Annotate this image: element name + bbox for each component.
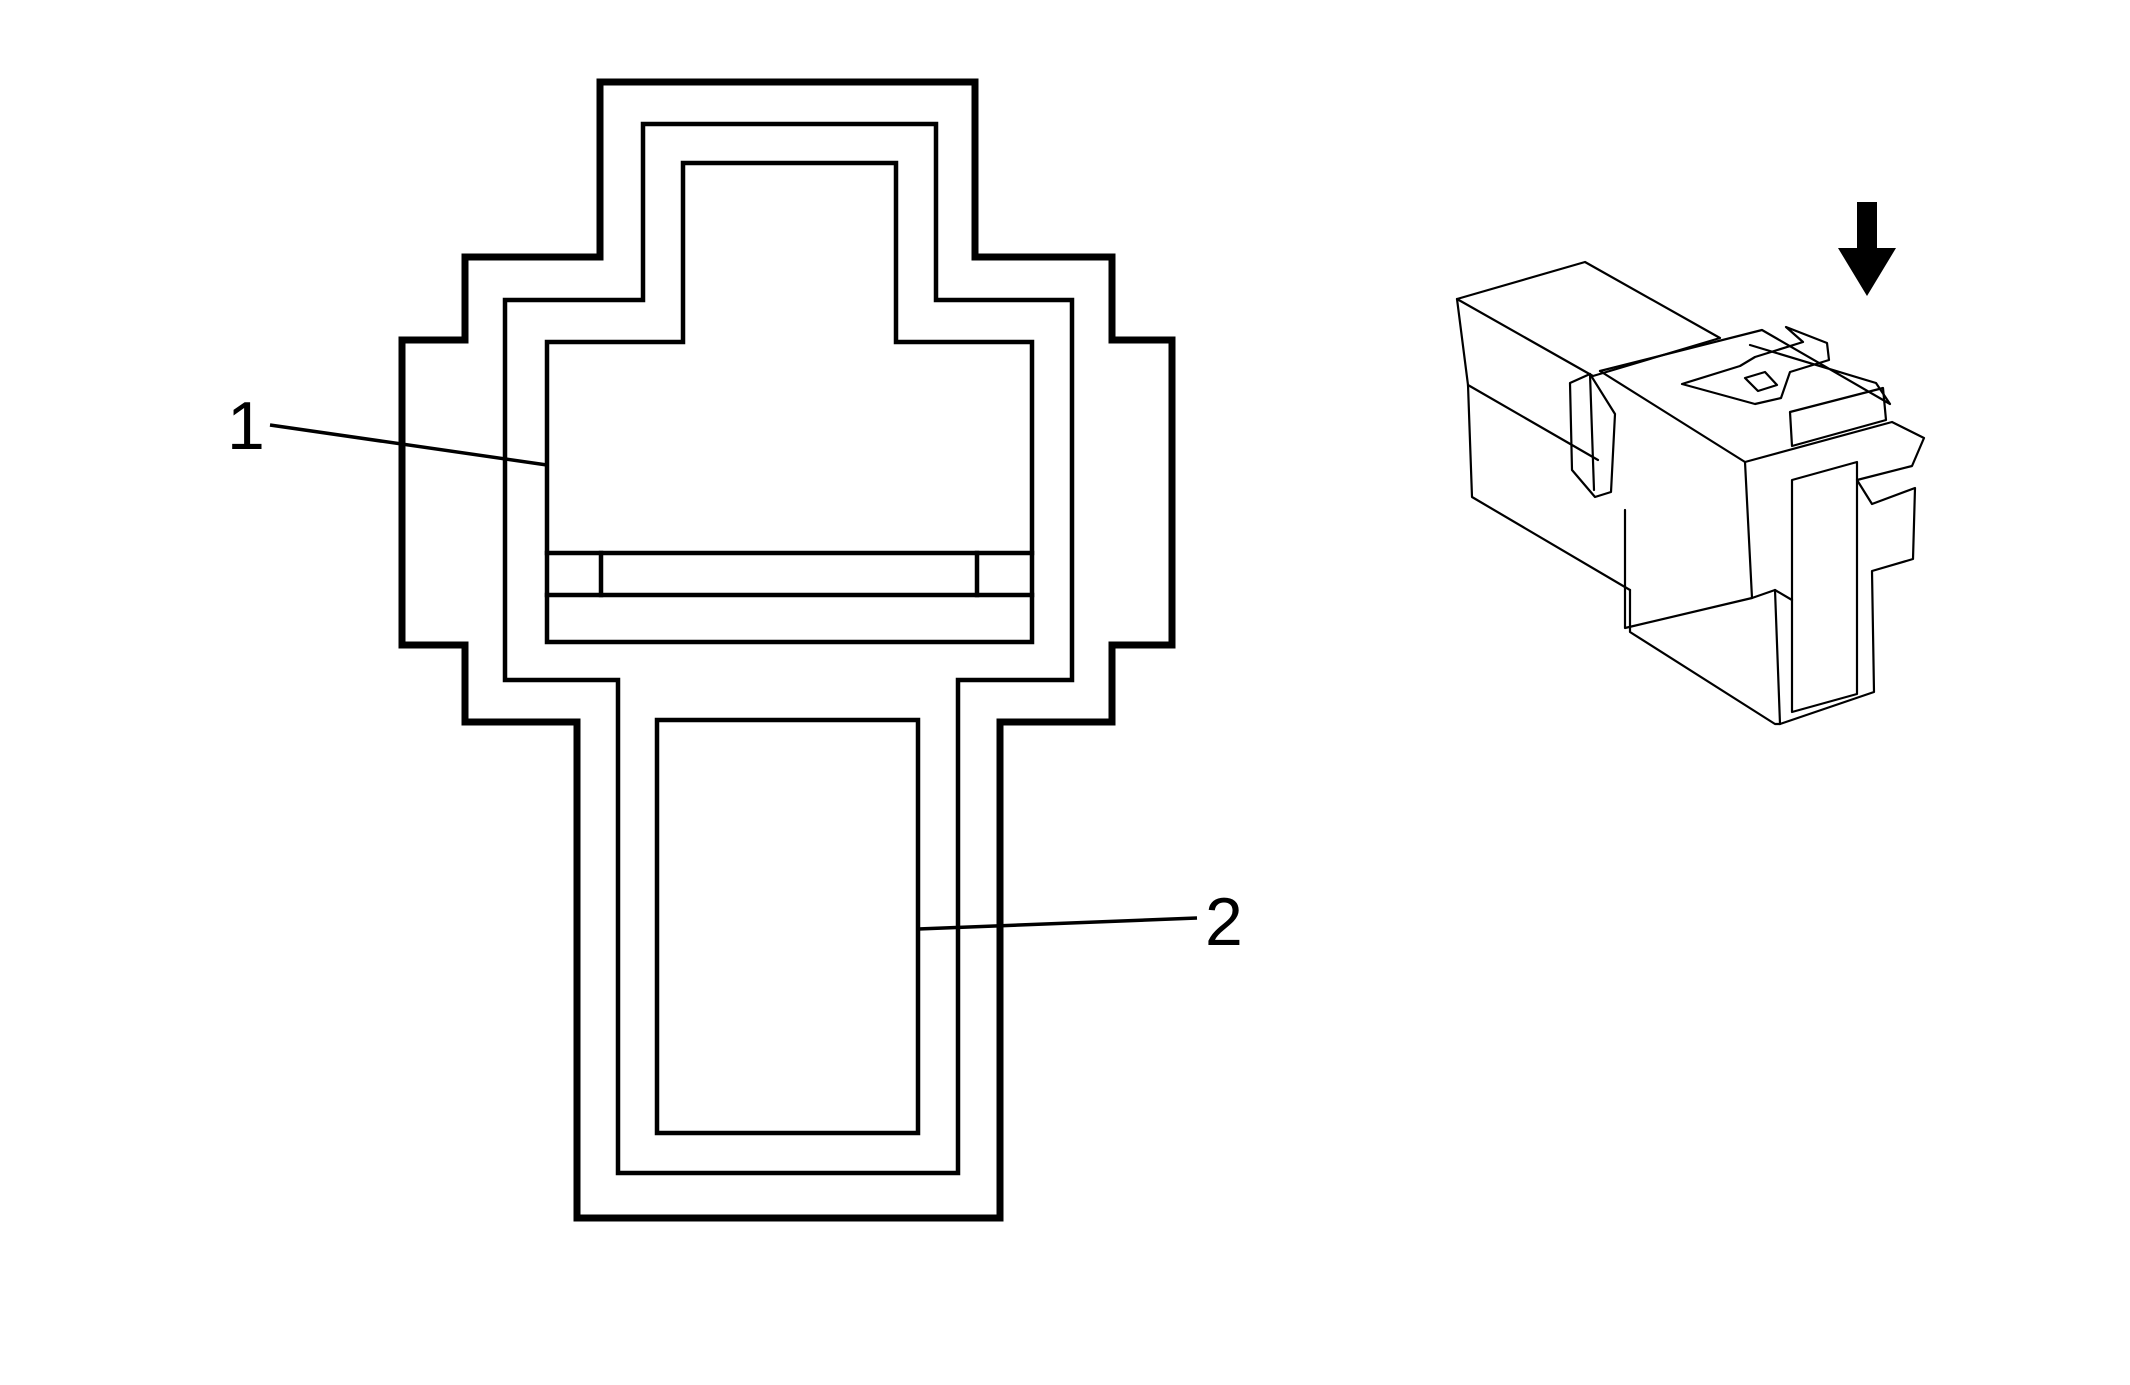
iso-rear-edge [1466, 383, 1600, 462]
down-arrow-icon [1838, 202, 1896, 296]
iso-rear-body-front [1455, 297, 1632, 592]
connector-face-view: 1 2 [227, 78, 1243, 1222]
iso-side-lock-tab-edge [1588, 372, 1596, 492]
iso-lower-body [1628, 588, 1782, 726]
iso-latch-lever [1680, 325, 1831, 406]
iso-front-opening [1788, 386, 1888, 448]
callout-label-2: 2 [1205, 884, 1243, 960]
iso-front-cavity [1790, 460, 1859, 714]
iso-latch-slot [1743, 370, 1779, 393]
leader-line-1 [269, 423, 548, 467]
connector-outer-housing [398, 78, 1176, 1222]
left-latch-tab [398, 336, 469, 649]
iso-front-vertical-edge [1743, 460, 1754, 600]
iso-front-cavity-edge [1773, 588, 1794, 602]
connector-isometric-view [1455, 260, 1926, 726]
connector-inner-seal [502, 121, 1075, 1176]
callout-label-1: 1 [227, 388, 265, 464]
terminal-cavity-1 [544, 160, 1035, 645]
terminal-cavity-2 [654, 717, 921, 1136]
leader-line-2 [917, 916, 1198, 931]
iso-rear-body-top [1455, 260, 1722, 378]
iso-front-body-top [1598, 328, 1892, 406]
right-latch-tab [1108, 336, 1176, 649]
iso-front-body-outline [1598, 369, 1926, 726]
